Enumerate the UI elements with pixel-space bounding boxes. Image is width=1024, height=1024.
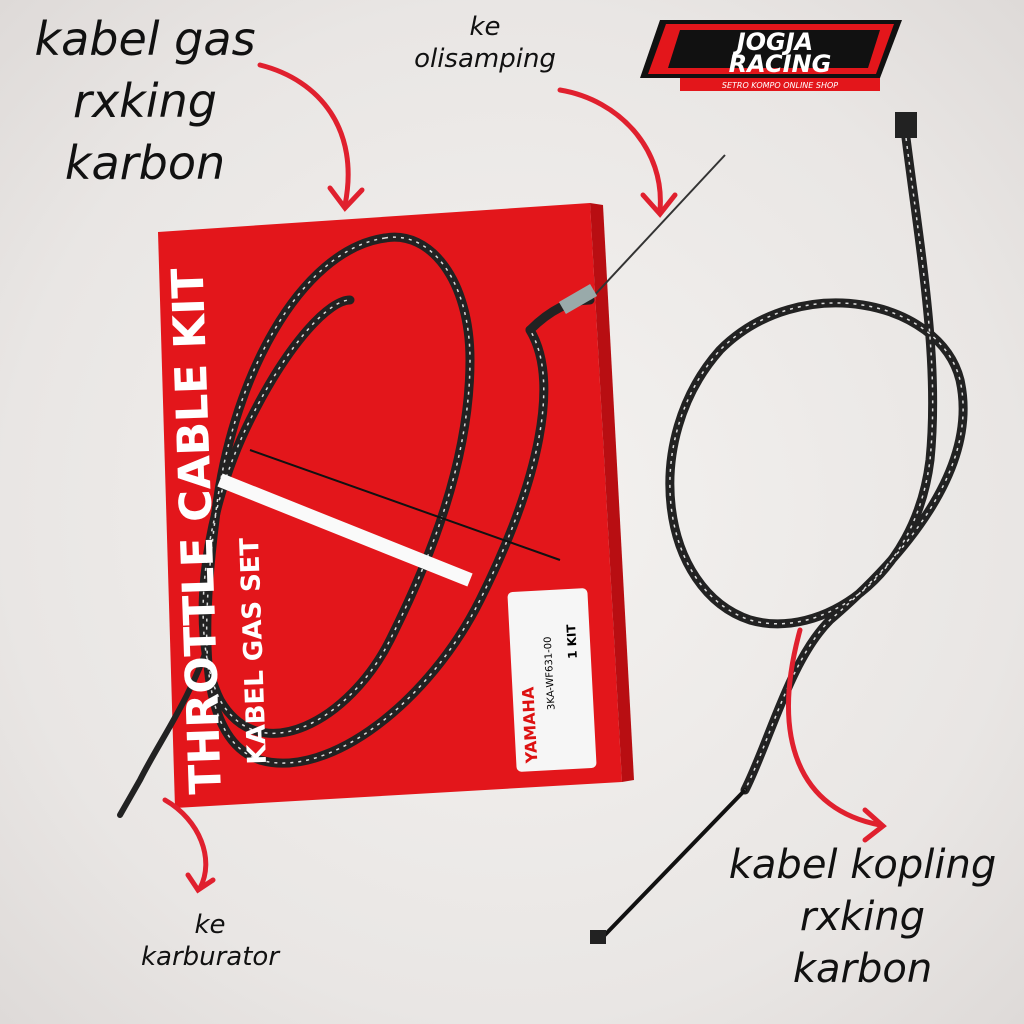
- clutch-adjuster: [895, 112, 917, 138]
- clutch-cable: [598, 125, 968, 942]
- throttle-cable-caption: kabel gas rxking karbon: [20, 16, 270, 186]
- cable-kit-box: [158, 203, 622, 808]
- logo-tagline: SETRO KOMPO ONLINE SHOP: [722, 81, 838, 90]
- arrow-clutch: [786, 627, 883, 828]
- clutch-braid: [669, 129, 964, 791]
- caption-line: kabel gas: [34, 12, 256, 66]
- cable-braid: [202, 236, 545, 764]
- logo-line1: JOGJA: [733, 28, 814, 56]
- arrowhead-carburetor: [185, 872, 216, 894]
- arrowhead-clutch: [862, 807, 887, 843]
- carburetor-caption: ke karburator: [130, 912, 290, 970]
- caption-line: karburator: [140, 942, 280, 972]
- label-brand: YAMAHA: [518, 686, 542, 764]
- caption-line: karbon: [792, 946, 933, 992]
- caption-line: ke: [194, 910, 226, 940]
- arrow-throttle: [257, 62, 351, 208]
- caption-line: rxking: [73, 74, 217, 128]
- caption-line: kabel kopling: [728, 842, 997, 888]
- zip-tie: [217, 473, 473, 587]
- box-subtitle: KABEL GAS SET: [235, 537, 273, 766]
- cable-fitting: [558, 283, 598, 315]
- arrowhead-throttle: [327, 185, 365, 212]
- clutch-cable-caption: kabel kopling rxking karbon: [725, 845, 1000, 989]
- box-label: YAMAHA 3KA-WF631-00 1 KIT: [507, 588, 597, 772]
- oil-pump-caption: ke olisamping: [395, 14, 575, 72]
- label-part-number: 3KA-WF631-00: [542, 636, 558, 711]
- jogja-racing-logo: JOGJA RACING SETRO KOMPO ONLINE SHOP: [640, 20, 902, 91]
- caption-line: rxking: [799, 894, 926, 940]
- loose-wire: [249, 449, 561, 561]
- arrow-carburetor: [162, 797, 209, 891]
- arrowhead-oil-pump: [640, 192, 678, 218]
- oil-pump-inner-wire: [589, 154, 726, 301]
- label-qty: 1 KIT: [564, 624, 580, 660]
- caption-line: ke: [469, 12, 501, 42]
- box-side: [590, 203, 634, 782]
- caption-line: olisamping: [414, 44, 556, 74]
- annotation-arrows: [162, 62, 887, 894]
- arrow-oil-pump: [557, 87, 663, 213]
- clutch-end-nipple: [590, 930, 606, 944]
- logo-line2: RACING: [729, 50, 832, 78]
- caption-line: karbon: [64, 136, 226, 190]
